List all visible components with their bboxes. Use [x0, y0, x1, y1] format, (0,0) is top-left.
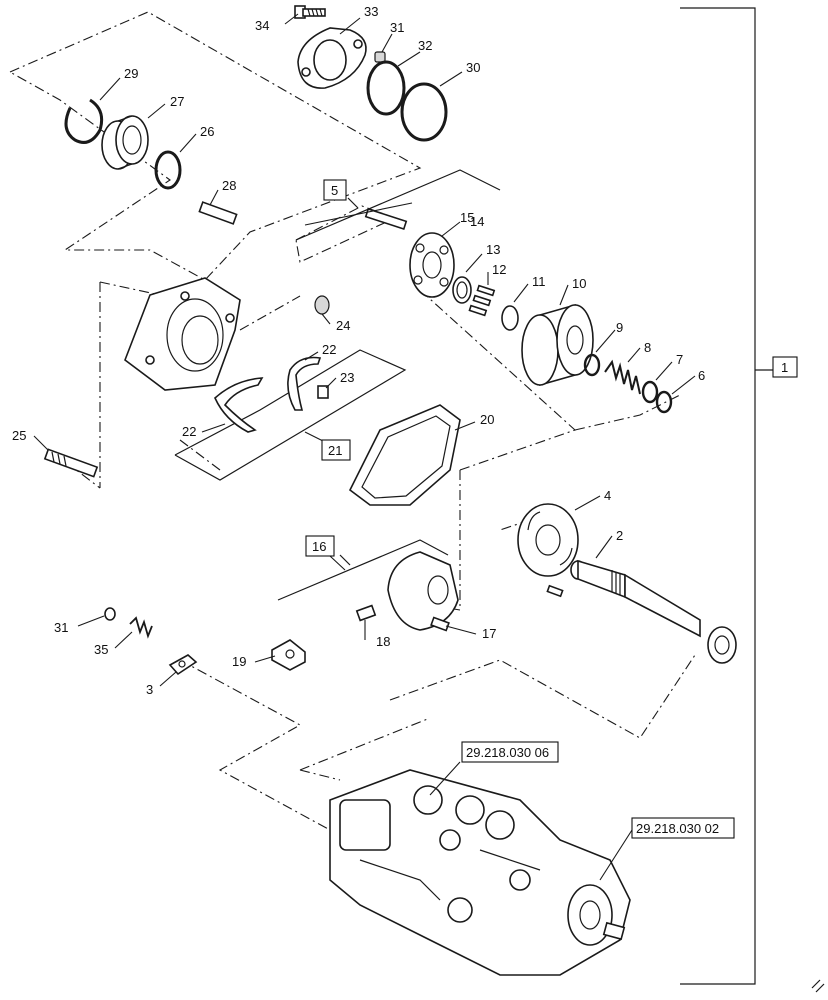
callout-30: 30 — [466, 60, 480, 75]
part-4-pin[interactable] — [546, 584, 564, 598]
reference-link-top[interactable]: 29.218.030 06 — [461, 741, 559, 763]
callout-8: 8 — [644, 340, 651, 355]
callout-32: 32 — [418, 38, 432, 53]
callout-31: 31 — [390, 20, 404, 35]
part-20-gasket[interactable] — [348, 404, 461, 506]
callout-numbers: 34 33 31 32 30 29 27 26 28 15 14 13 12 1… — [12, 4, 705, 697]
callout-27: 27 — [170, 94, 184, 109]
part-30-o-ring[interactable] — [400, 82, 448, 142]
callout-34: 34 — [255, 18, 269, 33]
part-servo-piston[interactable] — [387, 551, 459, 631]
corner-mark — [811, 979, 825, 993]
part-22-segment-upper[interactable] — [287, 356, 322, 411]
group-lines — [174, 169, 501, 601]
part-28-pin[interactable] — [198, 201, 238, 225]
part-32-o-ring[interactable] — [366, 60, 406, 116]
callout-24: 24 — [336, 318, 350, 333]
group-label-16[interactable]: 16 — [305, 535, 335, 557]
group-5-text: 5 — [331, 183, 338, 198]
callout-11: 11 — [532, 274, 546, 289]
part-housing[interactable] — [124, 277, 241, 391]
callout-23: 23 — [340, 370, 354, 385]
part-31-nut[interactable] — [374, 51, 386, 63]
hydraulic-pump-assembly-icon[interactable] — [329, 769, 631, 976]
part-10-cylinder-block[interactable] — [521, 303, 594, 387]
group-label-5[interactable]: 5 — [323, 179, 347, 201]
part-27-bearing[interactable] — [101, 115, 149, 170]
callout-20: 20 — [480, 412, 494, 427]
part-22-segment-lower[interactable] — [214, 377, 264, 433]
callout-22-lower: 22 — [182, 424, 196, 439]
callout-29: 29 — [124, 66, 138, 81]
part-23-pin[interactable] — [317, 385, 329, 399]
callout-19: 19 — [232, 654, 246, 669]
part-29-snap-ring[interactable] — [64, 98, 104, 144]
assembly-bracket — [680, 7, 773, 985]
callout-33: 33 — [364, 4, 378, 19]
part-7-washer[interactable] — [641, 380, 659, 404]
group-1-text: 1 — [781, 360, 788, 375]
callout-13: 13 — [486, 242, 500, 257]
part-33-cover-plate[interactable] — [297, 27, 367, 89]
part-18-pin[interactable] — [355, 604, 377, 622]
callout-28: 28 — [222, 178, 236, 193]
callout-14: 14 — [470, 214, 484, 229]
callout-10: 10 — [572, 276, 586, 291]
part-31-nut-lower[interactable] — [104, 607, 116, 621]
part-26-snap-ring[interactable] — [154, 150, 182, 190]
callout-12: 12 — [492, 262, 506, 277]
callout-17: 17 — [482, 626, 496, 641]
group-label-1[interactable]: 1 — [772, 356, 798, 378]
callout-26: 26 — [200, 124, 214, 139]
part-4-port-plate[interactable] — [517, 503, 579, 577]
part-15-pin[interactable] — [364, 208, 408, 230]
part-6-snap-ring[interactable] — [655, 390, 673, 414]
part-9-ring[interactable] — [583, 353, 601, 377]
part-24-bushing[interactable] — [314, 295, 330, 315]
callout-4: 4 — [604, 488, 611, 503]
callout-9: 9 — [616, 320, 623, 335]
callout-2: 2 — [616, 528, 623, 543]
part-12-pins[interactable] — [468, 284, 496, 317]
reference-link-right[interactable]: 29.218.030 02 — [631, 817, 735, 839]
part-8-spring[interactable] — [604, 359, 641, 395]
part-25-stud[interactable] — [43, 448, 99, 478]
callout-25: 25 — [12, 428, 26, 443]
part-2-shaft[interactable] — [570, 559, 701, 638]
part-19-block[interactable] — [271, 639, 306, 671]
part-3-plate[interactable] — [168, 654, 198, 676]
callout-7: 7 — [676, 352, 683, 367]
callout-22-upper: 22 — [322, 342, 336, 357]
part-11-ring[interactable] — [501, 305, 519, 331]
part-13-ring[interactable] — [452, 276, 472, 304]
callout-31-lower: 31 — [54, 620, 68, 635]
callout-35: 35 — [94, 642, 108, 657]
leader-lines — [33, 13, 696, 881]
part-35-spring[interactable] — [129, 616, 153, 639]
group-label-21[interactable]: 21 — [321, 439, 351, 461]
callout-6: 6 — [698, 368, 705, 383]
part-34-bolt[interactable] — [294, 5, 326, 19]
callout-3: 3 — [146, 682, 153, 697]
callout-18: 18 — [376, 634, 390, 649]
reference-right-text: 29.218.030 02 — [636, 821, 719, 836]
callout-15: 15 — [460, 210, 474, 225]
part-2-gear[interactable] — [707, 626, 737, 664]
reference-top-text: 29.218.030 06 — [466, 745, 549, 760]
part-14-retainer-plate[interactable] — [409, 232, 455, 298]
group-21-text: 21 — [328, 443, 342, 458]
group-16-text: 16 — [312, 539, 326, 554]
